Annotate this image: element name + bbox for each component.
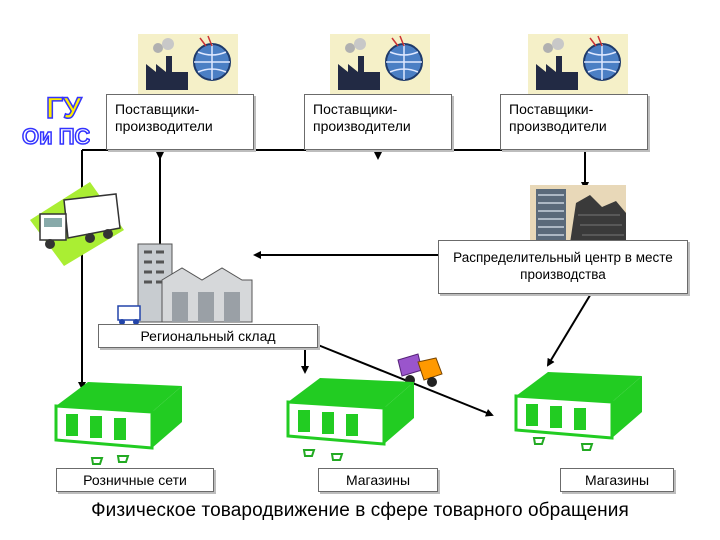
supplier-label: Поставщики-производители bbox=[115, 101, 213, 134]
diagram-caption: Физическое товародвижение в сфере товарн… bbox=[91, 500, 629, 521]
factory-icon bbox=[330, 34, 430, 94]
supplier-box: Поставщики-производители bbox=[304, 94, 452, 150]
dc-to-shop3-line bbox=[546, 291, 593, 367]
regional-warehouse-box: Региональный склад bbox=[98, 324, 318, 348]
supplier-box: Поставщики-производители bbox=[106, 94, 254, 150]
distribution-center-icon bbox=[530, 185, 626, 243]
outlet-label: Магазины bbox=[345, 472, 411, 488]
outlet-label: Розничные сети bbox=[83, 472, 187, 488]
distribution-center-box: Распределительный центр в месте производ… bbox=[438, 240, 688, 294]
outlet-label: Магазины bbox=[584, 472, 650, 488]
outlet-box: Магазины bbox=[318, 468, 438, 492]
regional-warehouse-label: Региональный склад bbox=[140, 328, 276, 344]
delivery-truck-icon bbox=[396, 352, 448, 388]
store-icon bbox=[284, 372, 424, 464]
outlet-box: Магазины bbox=[560, 468, 674, 492]
outlet-box: Розничные сети bbox=[56, 468, 214, 492]
distribution-center-label: Распределительный центр в месте производ… bbox=[453, 250, 673, 282]
supplier-label: Поставщики-производители bbox=[313, 101, 411, 134]
supplier-label: Поставщики-производители bbox=[509, 101, 607, 134]
factory-icon bbox=[528, 34, 628, 94]
factory-icon bbox=[138, 34, 238, 94]
truck-icon bbox=[20, 180, 130, 268]
logo: ГУ Ои ПС bbox=[18, 88, 91, 150]
logo-line2: Ои ПС bbox=[22, 124, 90, 149]
store-icon bbox=[512, 366, 652, 458]
store-icon bbox=[52, 376, 192, 468]
logo-line1: ГУ bbox=[46, 92, 82, 125]
warehouse-icon bbox=[112, 240, 262, 326]
supplier-box: Поставщики-производители bbox=[500, 94, 648, 150]
